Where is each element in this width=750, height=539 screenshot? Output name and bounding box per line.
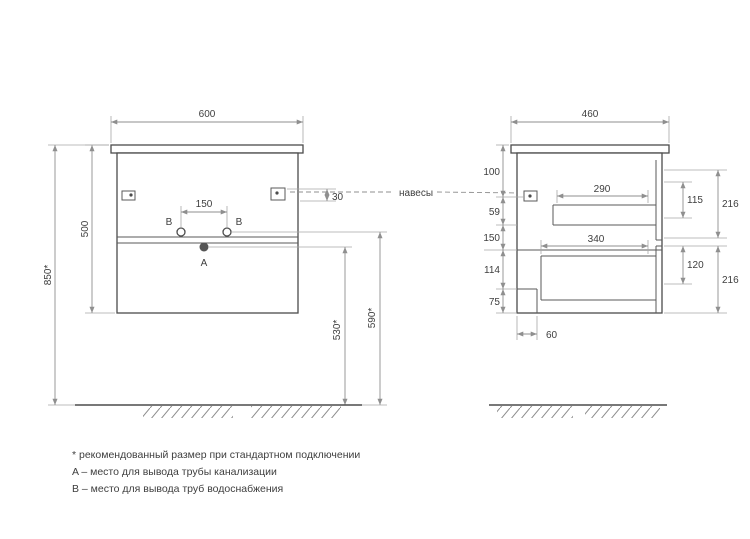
floor-hatch <box>143 406 233 418</box>
footnote-b: B – место для вывода труб водоснабжения <box>72 483 283 495</box>
floor-hatch <box>251 406 341 418</box>
point-b-left <box>176 227 186 237</box>
floor-left <box>75 404 362 418</box>
dim-value-115: 115 <box>687 195 703 206</box>
dim-lower-drawer-depth: 340 <box>540 234 649 254</box>
dim-value-216-bottom: 216 <box>722 275 739 286</box>
point-a <box>199 242 209 252</box>
front-view: 600 500 850* <box>43 109 387 418</box>
dim-value-114: 114 <box>484 265 500 276</box>
hanger-bracket <box>121 190 136 201</box>
hangers-label: навесы <box>399 188 433 199</box>
dim-value-59: 59 <box>489 207 501 218</box>
dim-value-290: 290 <box>594 184 611 195</box>
label-a: A <box>201 258 208 269</box>
dim-value-supply-height: 590* <box>367 308 378 329</box>
dim-value-120: 120 <box>687 260 704 271</box>
dim-value-216-top: 216 <box>722 199 739 210</box>
dim-value-side-depth: 460 <box>582 109 599 120</box>
dim-value-b-spacing: 150 <box>196 199 213 210</box>
hanger-bracket <box>270 187 286 201</box>
hanger-screw-icon <box>528 194 532 198</box>
front-hanger-right <box>270 187 286 201</box>
dim-front-width: 600 <box>110 109 304 143</box>
hanger-screw-icon <box>275 191 279 195</box>
dim-front-panel-heights: 216 216 <box>664 169 739 314</box>
dim-left-stack: 100 59 150 114 75 <box>483 144 524 314</box>
dim-value-150: 150 <box>483 233 500 244</box>
dim-supply-outlet-height: 590* <box>232 231 387 405</box>
footnote-a: A – место для вывода трубы канализации <box>72 466 277 478</box>
dim-recess-depth: 60 <box>516 316 558 341</box>
side-view: 460 <box>483 109 739 418</box>
dim-value-60: 60 <box>546 330 558 341</box>
dim-value-drain-height: 530* <box>332 320 343 341</box>
dim-value-340: 340 <box>588 234 605 245</box>
front-cabinet-body <box>116 152 299 314</box>
side-hanger <box>523 190 538 202</box>
front-countertop <box>110 144 304 154</box>
dim-front-height: 500 <box>80 144 115 314</box>
dim-b-spacing: 150 <box>180 199 228 227</box>
dim-value-front-width: 600 <box>199 109 216 120</box>
dim-value-hanger-offset: 30 <box>332 192 344 203</box>
dim-value-mounting-height: 850* <box>43 265 54 286</box>
side-countertop <box>510 144 670 154</box>
dim-hanger-offset: 30 <box>287 188 344 203</box>
front-hanger-left <box>121 190 136 201</box>
hanger-bracket <box>523 190 538 202</box>
hanger-screw-icon <box>129 193 133 197</box>
side-cabinet-body <box>516 152 663 314</box>
leader-line-right <box>436 191 522 194</box>
footnotes: * рекомендованный размер при стандартном… <box>72 449 360 495</box>
dim-value-100: 100 <box>483 167 500 178</box>
label-b-right: B <box>236 217 243 228</box>
dim-value-75: 75 <box>489 297 501 308</box>
floor-hatch <box>497 406 573 418</box>
dim-upper-drawer-depth: 290 <box>556 184 649 203</box>
point-b-right <box>222 227 232 237</box>
hangers-callout: навесы <box>290 188 522 199</box>
dim-drain-outlet-height: 530* <box>209 246 352 405</box>
dim-side-depth: 460 <box>510 109 670 143</box>
floor-right <box>489 404 667 418</box>
dim-inner-heights: 115 120 <box>664 181 704 285</box>
floor-hatch <box>585 406 660 418</box>
dim-mounting-height: 850* <box>43 144 109 406</box>
dim-value-front-height: 500 <box>80 220 91 237</box>
label-b-left: B <box>166 217 173 228</box>
footnote-asterisk: * рекомендованный размер при стандартном… <box>72 449 360 461</box>
